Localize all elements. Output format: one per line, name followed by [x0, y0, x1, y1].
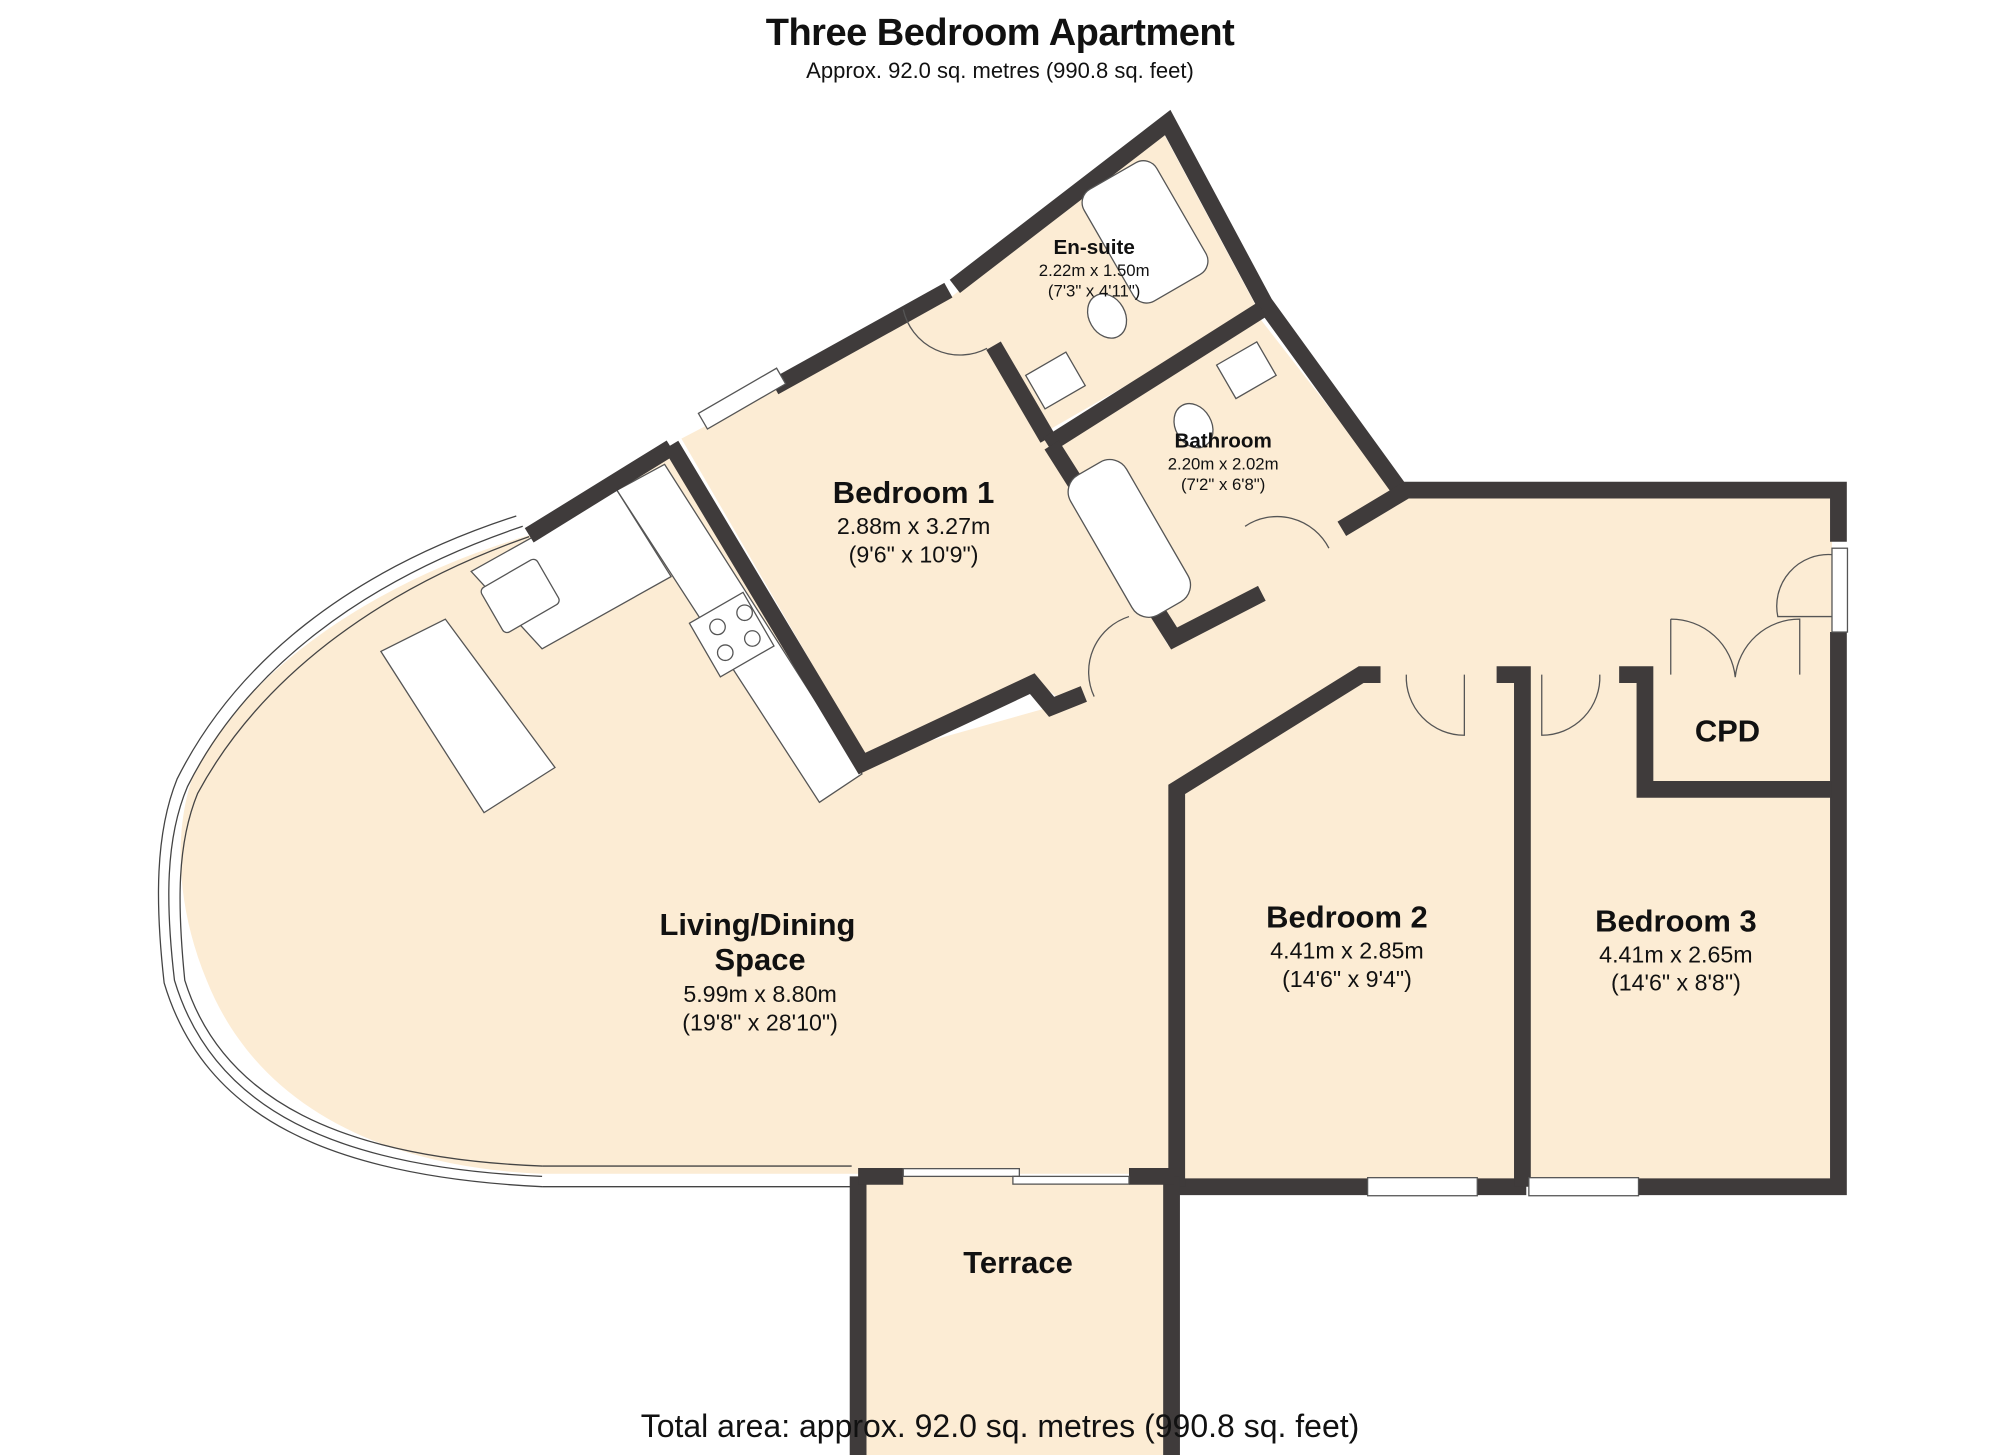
- plan-title: Three Bedroom Apartment: [765, 12, 1235, 54]
- windows: [697, 367, 1849, 1197]
- ensuite-toilet: [1086, 293, 1128, 339]
- room-dim-bedroom3: 4.41m x 2.65m: [1599, 941, 1752, 967]
- door-cpd: [1670, 618, 1801, 678]
- wall-exterior-right: [1638, 632, 1847, 1196]
- door-ensuite: [902, 309, 988, 356]
- wall-cpd: [1619, 666, 1832, 798]
- door-entrance: [1776, 553, 1833, 618]
- walls: [524, 109, 1847, 1455]
- door-bedroom3: [1541, 674, 1601, 736]
- wall-bathroom: [1043, 302, 1267, 453]
- wall-bedroom2-3: [1496, 666, 1531, 1187]
- room-name-cpd: CPD: [1695, 714, 1760, 749]
- bathroom-basin: [1215, 340, 1278, 400]
- bedroom1-floor: [681, 299, 1168, 755]
- terrace-door-slider: [1012, 1175, 1130, 1185]
- curved-window: [157, 515, 852, 1188]
- kitchen-counters: [379, 463, 863, 814]
- room-dim-bedroom1: 2.88m x 3.27m: [837, 513, 990, 539]
- total-area: Total area: approx. 92.0 sq. metres (990…: [640, 1408, 1360, 1444]
- door-bedroom2: [1405, 674, 1466, 736]
- kitchen-island: [379, 618, 556, 814]
- room-name-ensuite: En-suite: [1053, 236, 1134, 259]
- room-dim-ensuite: 2.22m x 1.50m: [1039, 261, 1150, 280]
- terrace-door-slider: [902, 1167, 1020, 1178]
- room-dimft-bedroom3: (14'6" x 8'8"): [1611, 970, 1741, 996]
- fixtures: [1024, 160, 1278, 618]
- ensuite-floor: [948, 128, 1258, 433]
- window-bedroom3: [1528, 1177, 1640, 1197]
- room-name-bedroom2: Bedroom 2: [1266, 899, 1428, 934]
- wall-bedroom1-ensuite: [986, 341, 1055, 443]
- wall-exterior-top: [770, 282, 953, 395]
- door-bedroom1: [1088, 615, 1130, 697]
- window-bedroom2: [1366, 1177, 1478, 1197]
- wall-exterior-right: [1337, 481, 1847, 542]
- hob-ring: [709, 618, 726, 636]
- room-dimft-living: (19'8" x 28'10"): [682, 1010, 838, 1036]
- wall-exterior-top: [949, 109, 1407, 496]
- room-dimft-ensuite: (7'3" x 4'11"): [1048, 282, 1140, 301]
- ensuite-shower: [1081, 160, 1209, 304]
- room-dim-bathroom: 2.20m x 2.02m: [1168, 455, 1279, 474]
- hob-ring: [736, 604, 753, 622]
- room-labels: En-suite 2.22m x 1.50m (7'3" x 4'11") Ba…: [660, 236, 1761, 1280]
- ensuite-basin: [1024, 351, 1087, 410]
- room-name-bedroom1: Bedroom 1: [833, 475, 995, 510]
- sink: [480, 558, 560, 634]
- hob-ring: [743, 630, 761, 647]
- room-name-living-1: Living/Dining: [660, 907, 856, 942]
- room-dimft-bedroom1: (9'6" x 10'9"): [849, 541, 979, 567]
- doors: [902, 309, 1833, 736]
- window-bedroom1: [697, 367, 787, 430]
- room-name-living-2: Space: [715, 942, 806, 977]
- wall-bedroom2: [1168, 666, 1381, 1187]
- bathroom-toilet: [1173, 402, 1214, 449]
- bath: [1067, 458, 1192, 618]
- room-dimft-bedroom2: (14'6" x 9'4"): [1282, 966, 1412, 992]
- door-bathroom: [1244, 515, 1330, 549]
- room-dim-living: 5.99m x 8.80m: [683, 981, 836, 1007]
- room-name-bathroom: Bathroom: [1174, 430, 1271, 453]
- wall-bedroom1: [663, 440, 1087, 775]
- hob-ring: [716, 644, 734, 662]
- window-entrance: [1831, 547, 1849, 633]
- wall-exterior-top: [524, 440, 676, 543]
- terrace-floor: [854, 1176, 1171, 1455]
- room-name-terrace: Terrace: [963, 1245, 1073, 1280]
- plan-subtitle: Approx. 92.0 sq. metres (990.8 sq. feet): [806, 58, 1194, 83]
- room-dimft-bathroom: (7'2" x 6'8"): [1181, 475, 1265, 494]
- living-floor: [180, 445, 1832, 1181]
- room-name-bedroom3: Bedroom 3: [1595, 903, 1757, 938]
- room-dim-bedroom2: 4.41m x 2.85m: [1270, 937, 1423, 963]
